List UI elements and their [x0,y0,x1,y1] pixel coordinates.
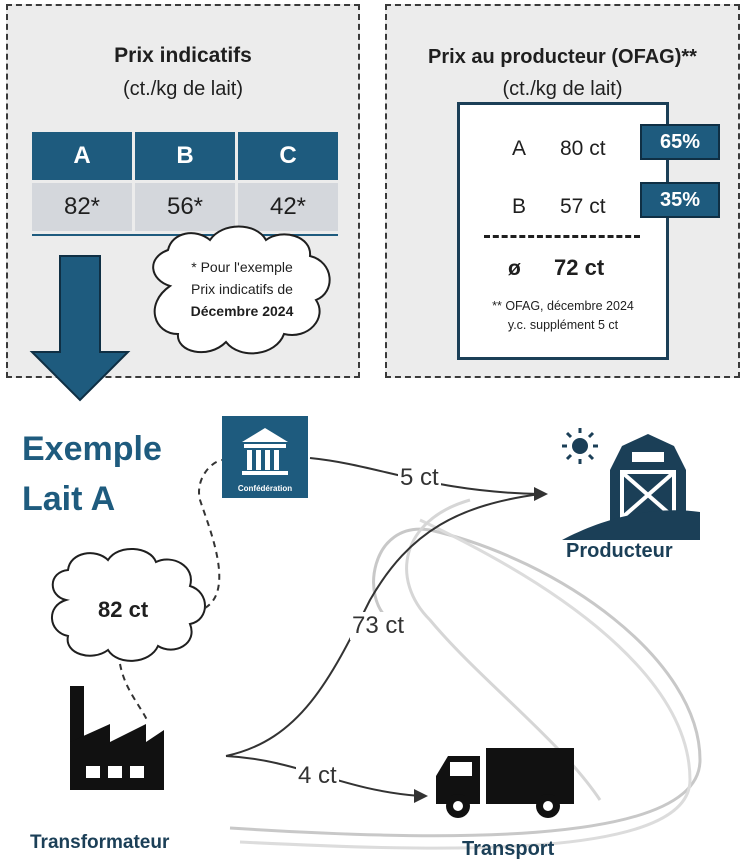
dashed-divider [484,235,640,238]
row-b-price: 57 ct [560,195,606,218]
return-curve-1 [229,527,702,838]
producer-prices-panel: Prix au producteur (OFAG)** (ct./kg de l… [385,4,740,378]
average-value: 72 ct [554,255,605,280]
dashed-link-factory [119,663,149,723]
table-header-b: B [135,132,235,180]
panel-title: Prix au producteur (OFAG)** [428,46,697,68]
truck-icon [436,748,574,818]
cloud-note-line3: Décembre 2024 [190,303,294,319]
table-header-a: A [32,132,132,180]
average-symbol: ø [508,257,521,280]
factory-icon [70,686,164,790]
row-b-label: B [512,195,527,218]
flow-label-confed: 5 ct [398,464,441,492]
note-cloud [152,225,331,355]
table-header-c: C [238,132,338,180]
producer-price-box: A 80 ct B 57 ct ø 72 ct ** OFAG, décembr… [457,102,669,360]
flow-arrow-producer [225,493,541,757]
return-curve-3 [405,498,602,801]
share-badge-a: 65% [640,124,720,160]
example-title: Exemple Lait A [22,424,162,524]
source-note-line1: ** OFAG, décembre 2024 [492,299,634,313]
source-note-line2: y.c. supplément 5 ct [507,318,619,332]
row-a-price: 80 ct [560,137,606,160]
share-badge-b: 35% [640,182,720,218]
panel-subtitle: (ct./kg de lait) [122,78,244,100]
panel-title: Prix indicatifs [114,44,252,67]
table-value-a: 82* [32,183,132,231]
cloud-price-value: 82 ct [98,597,149,622]
table-value-b: 56* [135,183,235,231]
confederation-icon [222,416,308,498]
flow-label-producer: 73 ct [350,612,407,640]
return-curve-2 [239,518,692,850]
flow-label-transport: 4 ct [296,762,339,790]
example-title-line2: Lait A [22,480,116,518]
panel-subtitle: (ct./kg de lait) [502,78,623,100]
table-value-c: 42* [238,183,338,231]
producer-label: Producteur [566,540,673,562]
transport-label: Transport [462,838,555,860]
row-a-label: A [512,137,527,160]
dashed-link-confed [198,459,223,609]
example-title-line1: Exemple [22,430,162,468]
processor-label: Transformateur [30,832,170,853]
down-arrow [29,255,131,402]
price-table: A B C 82* 56* 42* [32,132,338,236]
cloud-note-line2: Prix indicatifs de [191,281,293,297]
price-cloud [51,547,206,662]
confederation-label: Confédération [237,484,293,493]
cloud-note-line1: * Pour l'exemple [191,259,293,275]
barn-icon [562,428,700,540]
